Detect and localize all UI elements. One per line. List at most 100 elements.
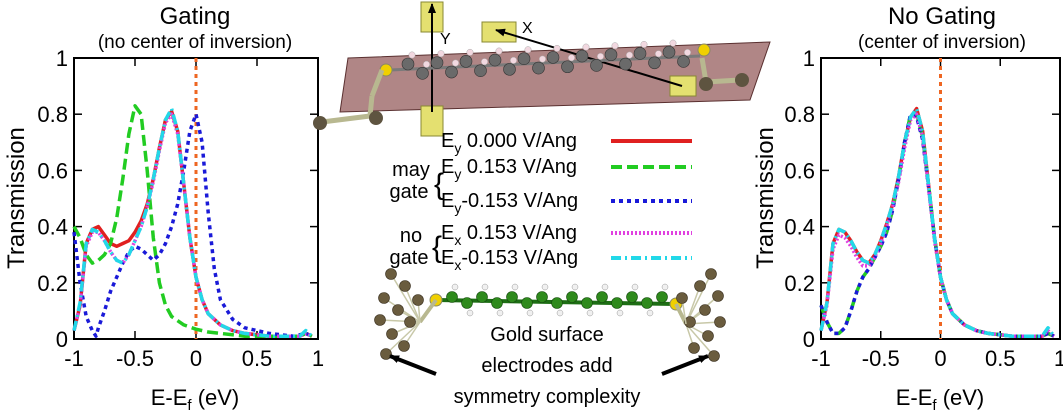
carbon-atom [546, 51, 560, 64]
series-line-ex_neg [819, 106, 1056, 338]
x-tick-label: 0 [934, 346, 946, 371]
hydrogen-atom [495, 47, 503, 55]
carbon-atom [401, 57, 415, 71]
x-tick-label: 1 [1054, 346, 1063, 371]
hydrogen-atom [669, 39, 677, 47]
pointer-arrow-right [661, 354, 709, 376]
carbon-atom [532, 61, 545, 75]
legend-value: 0.000 V/Ang [461, 130, 577, 152]
carbon-atom [416, 67, 429, 80]
legend-subscript: y [454, 140, 461, 156]
gold-atom [392, 304, 404, 316]
carbon-atom [656, 291, 668, 303]
hydrogen-atom [611, 42, 619, 50]
legend-group-label: gate [390, 247, 429, 269]
carbon-atom [536, 291, 548, 303]
linker-bond [369, 69, 385, 97]
legend-subscript: x [454, 257, 461, 273]
y-axis-label: Transmission [3, 127, 30, 269]
legend-value: -0.153 V/Ang [461, 190, 578, 212]
y-field-axis-label: Y [440, 31, 451, 48]
hydrogen-atom [684, 49, 691, 56]
series-line-ey0 [72, 109, 313, 338]
hydrogen-atom [539, 55, 546, 63]
carbon-atom [517, 52, 531, 66]
hydrogen-atom [481, 58, 488, 66]
legend-symbol: E [441, 190, 454, 212]
gold-atom [735, 73, 749, 87]
chart-title: Gating [160, 3, 231, 30]
hydrogen-atom [541, 283, 549, 291]
caption-line: electrodes add [481, 355, 612, 377]
electrode-bond [685, 323, 715, 357]
carbon-atom [521, 297, 533, 309]
x-field-axis-label: X [522, 20, 533, 37]
carbon-atom [430, 56, 444, 69]
y-tick-label: 0.6 [784, 158, 815, 183]
molecule-field-diagram: Y X [313, 1, 771, 137]
hydrogen-atom [511, 283, 519, 291]
pointer-arrow-left [389, 354, 437, 376]
x-axis-label-sub: f [187, 397, 192, 413]
molecule-linker-wires [313, 57, 749, 130]
carbon-atom [619, 57, 632, 71]
hydrogen-atom [646, 309, 654, 317]
gold-atom [385, 268, 397, 280]
carbon-atom [561, 60, 574, 74]
caption-line: Gold surface [490, 324, 603, 346]
y-tick-label: 0.6 [37, 158, 68, 183]
carbon-atom [488, 53, 502, 67]
carbon-atom [566, 291, 578, 303]
carbon-atom [474, 64, 487, 77]
carbon-atom [575, 49, 589, 63]
carbon-atom [633, 47, 647, 60]
y-tick-label: 0.8 [37, 102, 68, 127]
legend-entry-label: Ex-0.153 V/Ang [441, 247, 578, 273]
gold-atom [688, 342, 700, 354]
hydrogen-atom [510, 56, 517, 64]
carbon-atom [581, 297, 593, 309]
gold-atom [712, 290, 724, 302]
carbon-atom [461, 297, 473, 309]
carbon-atom [503, 63, 516, 76]
hydrogen-atom [524, 46, 532, 54]
legend-symbol: E [441, 247, 454, 269]
legend-subscript: y [454, 200, 461, 216]
molecule-side-view [374, 268, 726, 362]
gold-atom [714, 316, 726, 328]
gold-atom [369, 111, 383, 125]
carbon-atom [611, 297, 623, 309]
legend-subscript: y [454, 166, 461, 182]
legend-value: 0.153 V/Ang [461, 222, 577, 244]
x-tick-label: 0 [190, 346, 202, 371]
carbon-atom [476, 291, 488, 303]
legend-group-label: no [400, 225, 422, 247]
x-field-axis-arrow [495, 28, 683, 87]
carbon-atom [648, 56, 661, 70]
hydrogen-atom [466, 48, 474, 56]
hydrogen-atom [526, 309, 534, 317]
molecule-top-view [379, 39, 711, 80]
y-axis-label: Transmission [752, 127, 779, 269]
x-tick-label: -0.5 [862, 346, 900, 371]
molecular-plane [339, 41, 771, 113]
gold-atom [699, 77, 713, 91]
gold-atom [705, 268, 717, 280]
caption-line: symmetry complexity [454, 386, 641, 408]
linker-bond [367, 95, 375, 117]
gold-atom [412, 294, 424, 306]
gold-atom [676, 292, 688, 304]
carbon-atom [590, 59, 603, 72]
x-axis-label-unit: (eV) [192, 385, 240, 410]
carbon-atom [459, 55, 473, 68]
series-line-ey_pos [72, 104, 313, 338]
electrode-bond [685, 273, 712, 325]
x-tick-label: -1 [64, 346, 84, 371]
legend-subscript: x [454, 232, 461, 248]
electrode-bond [385, 321, 421, 355]
molecule-backbone [389, 54, 701, 72]
legend-symbol: E [441, 222, 454, 244]
y-tick-label: 0.8 [784, 102, 815, 127]
carbon-atom [604, 48, 618, 62]
legend-group-brace: { [434, 168, 444, 201]
